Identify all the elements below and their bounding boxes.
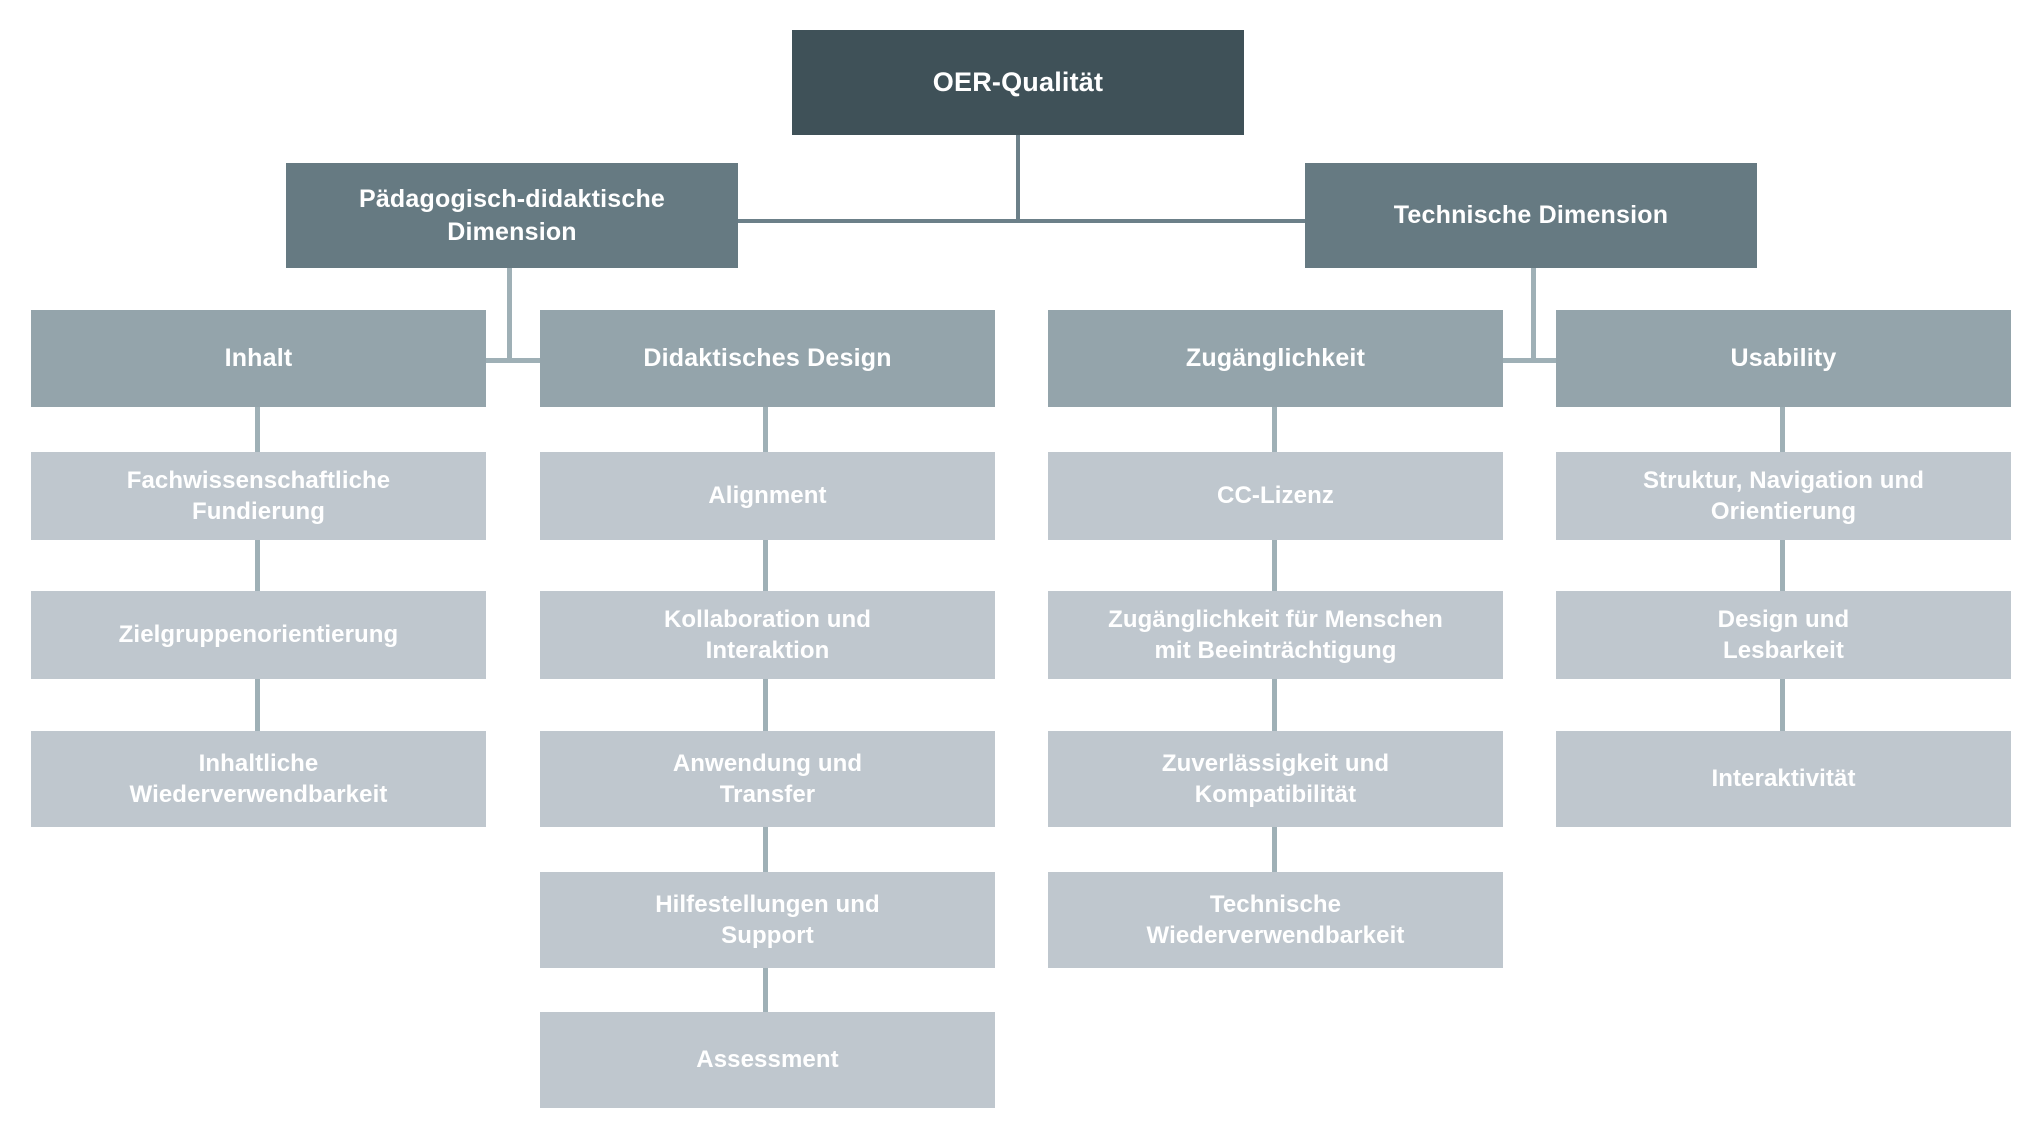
node-label: Interaktivität [1711,765,1856,793]
node-label: Inhalt [224,344,293,373]
node-criterion-fachwissenschaftliche-fundierung[interactable]: Fachwissenschaftliche Fundierung [31,452,486,540]
node-label: Didaktisches Design [643,344,892,373]
node-paedagogisch-didaktische-dimension[interactable]: Pädagogisch-didaktische Dimension [286,163,738,268]
connector-paed-stem [507,268,512,361]
node-category-zugaenglichkeit[interactable]: Zugänglichkeit [1048,310,1503,407]
node-label: Anwendung und Transfer [672,749,863,808]
node-criterion-alignment[interactable]: Alignment [540,452,995,540]
node-label: Zugänglichkeit für Menschen mit Beeinträ… [1108,605,1443,664]
node-criterion-zielgruppenorientierung[interactable]: Zielgruppenorientierung [31,591,486,679]
node-label: Technische Wiederverwendbarkeit [1146,890,1405,949]
connector-paed-category-bus [257,358,767,363]
connector-dimension-bus [737,219,1307,223]
connector-tech-stem [1531,268,1536,361]
node-label: CC-Lizenz [1217,482,1334,510]
node-label: Alignment [708,482,827,510]
node-criterion-design-und-lesbarkeit[interactable]: Design und Lesbarkeit [1556,591,2011,679]
node-label: OER-Qualität [932,66,1104,97]
node-category-inhalt[interactable]: Inhalt [31,310,486,407]
node-label: Zielgruppenorientierung [118,621,399,649]
node-category-usability[interactable]: Usability [1556,310,2011,407]
node-label: Zugänglichkeit [1185,344,1366,373]
node-criterion-cc-lizenz[interactable]: CC-Lizenz [1048,452,1503,540]
node-label: Pädagogisch-didaktische Dimension [358,185,666,246]
node-label: Technische Dimension [1393,201,1669,230]
connector-root-stem [1016,135,1020,221]
node-criterion-kollaboration-und-interaktion[interactable]: Kollaboration und Interaktion [540,591,995,679]
node-label: Assessment [696,1046,839,1074]
node-label: Fachwissenschaftliche Fundierung [126,466,391,525]
node-label: Struktur, Navigation und Orientierung [1642,466,1925,525]
node-label: Kollaboration und Interaktion [663,605,871,664]
node-criterion-inhaltliche-wiederverwendbarkeit[interactable]: Inhaltliche Wiederverwendbarkeit [31,731,486,827]
connector-tech-category-bus [1280,358,1790,363]
node-oer-qualitaet[interactable]: OER-Qualität [792,30,1244,135]
node-criterion-interaktivitaet[interactable]: Interaktivität [1556,731,2011,827]
node-technische-dimension[interactable]: Technische Dimension [1305,163,1757,268]
node-label: Design und Lesbarkeit [1717,605,1850,664]
node-criterion-assessment[interactable]: Assessment [540,1012,995,1108]
node-label: Inhaltliche Wiederverwendbarkeit [129,749,388,808]
connector-zugaenglichkeit-spine [1272,407,1277,967]
node-criterion-anwendung-und-transfer[interactable]: Anwendung und Transfer [540,731,995,827]
node-criterion-hilfestellungen-und-support[interactable]: Hilfestellungen und Support [540,872,995,968]
node-label: Zuverlässigkeit und Kompatibilität [1161,749,1390,808]
node-label: Hilfestellungen und Support [655,890,880,949]
node-criterion-struktur-navigation-und-orientierung[interactable]: Struktur, Navigation und Orientierung [1556,452,2011,540]
node-label: Usability [1730,344,1837,373]
node-category-didaktisches-design[interactable]: Didaktisches Design [540,310,995,407]
node-criterion-zugaenglichkeit-fuer-menschen-mit-beeintraechtigung[interactable]: Zugänglichkeit für Menschen mit Beeinträ… [1048,591,1503,679]
node-criterion-technische-wiederverwendbarkeit[interactable]: Technische Wiederverwendbarkeit [1048,872,1503,968]
node-criterion-zuverlaessigkeit-und-kompatibilitaet[interactable]: Zuverlässigkeit und Kompatibilität [1048,731,1503,827]
